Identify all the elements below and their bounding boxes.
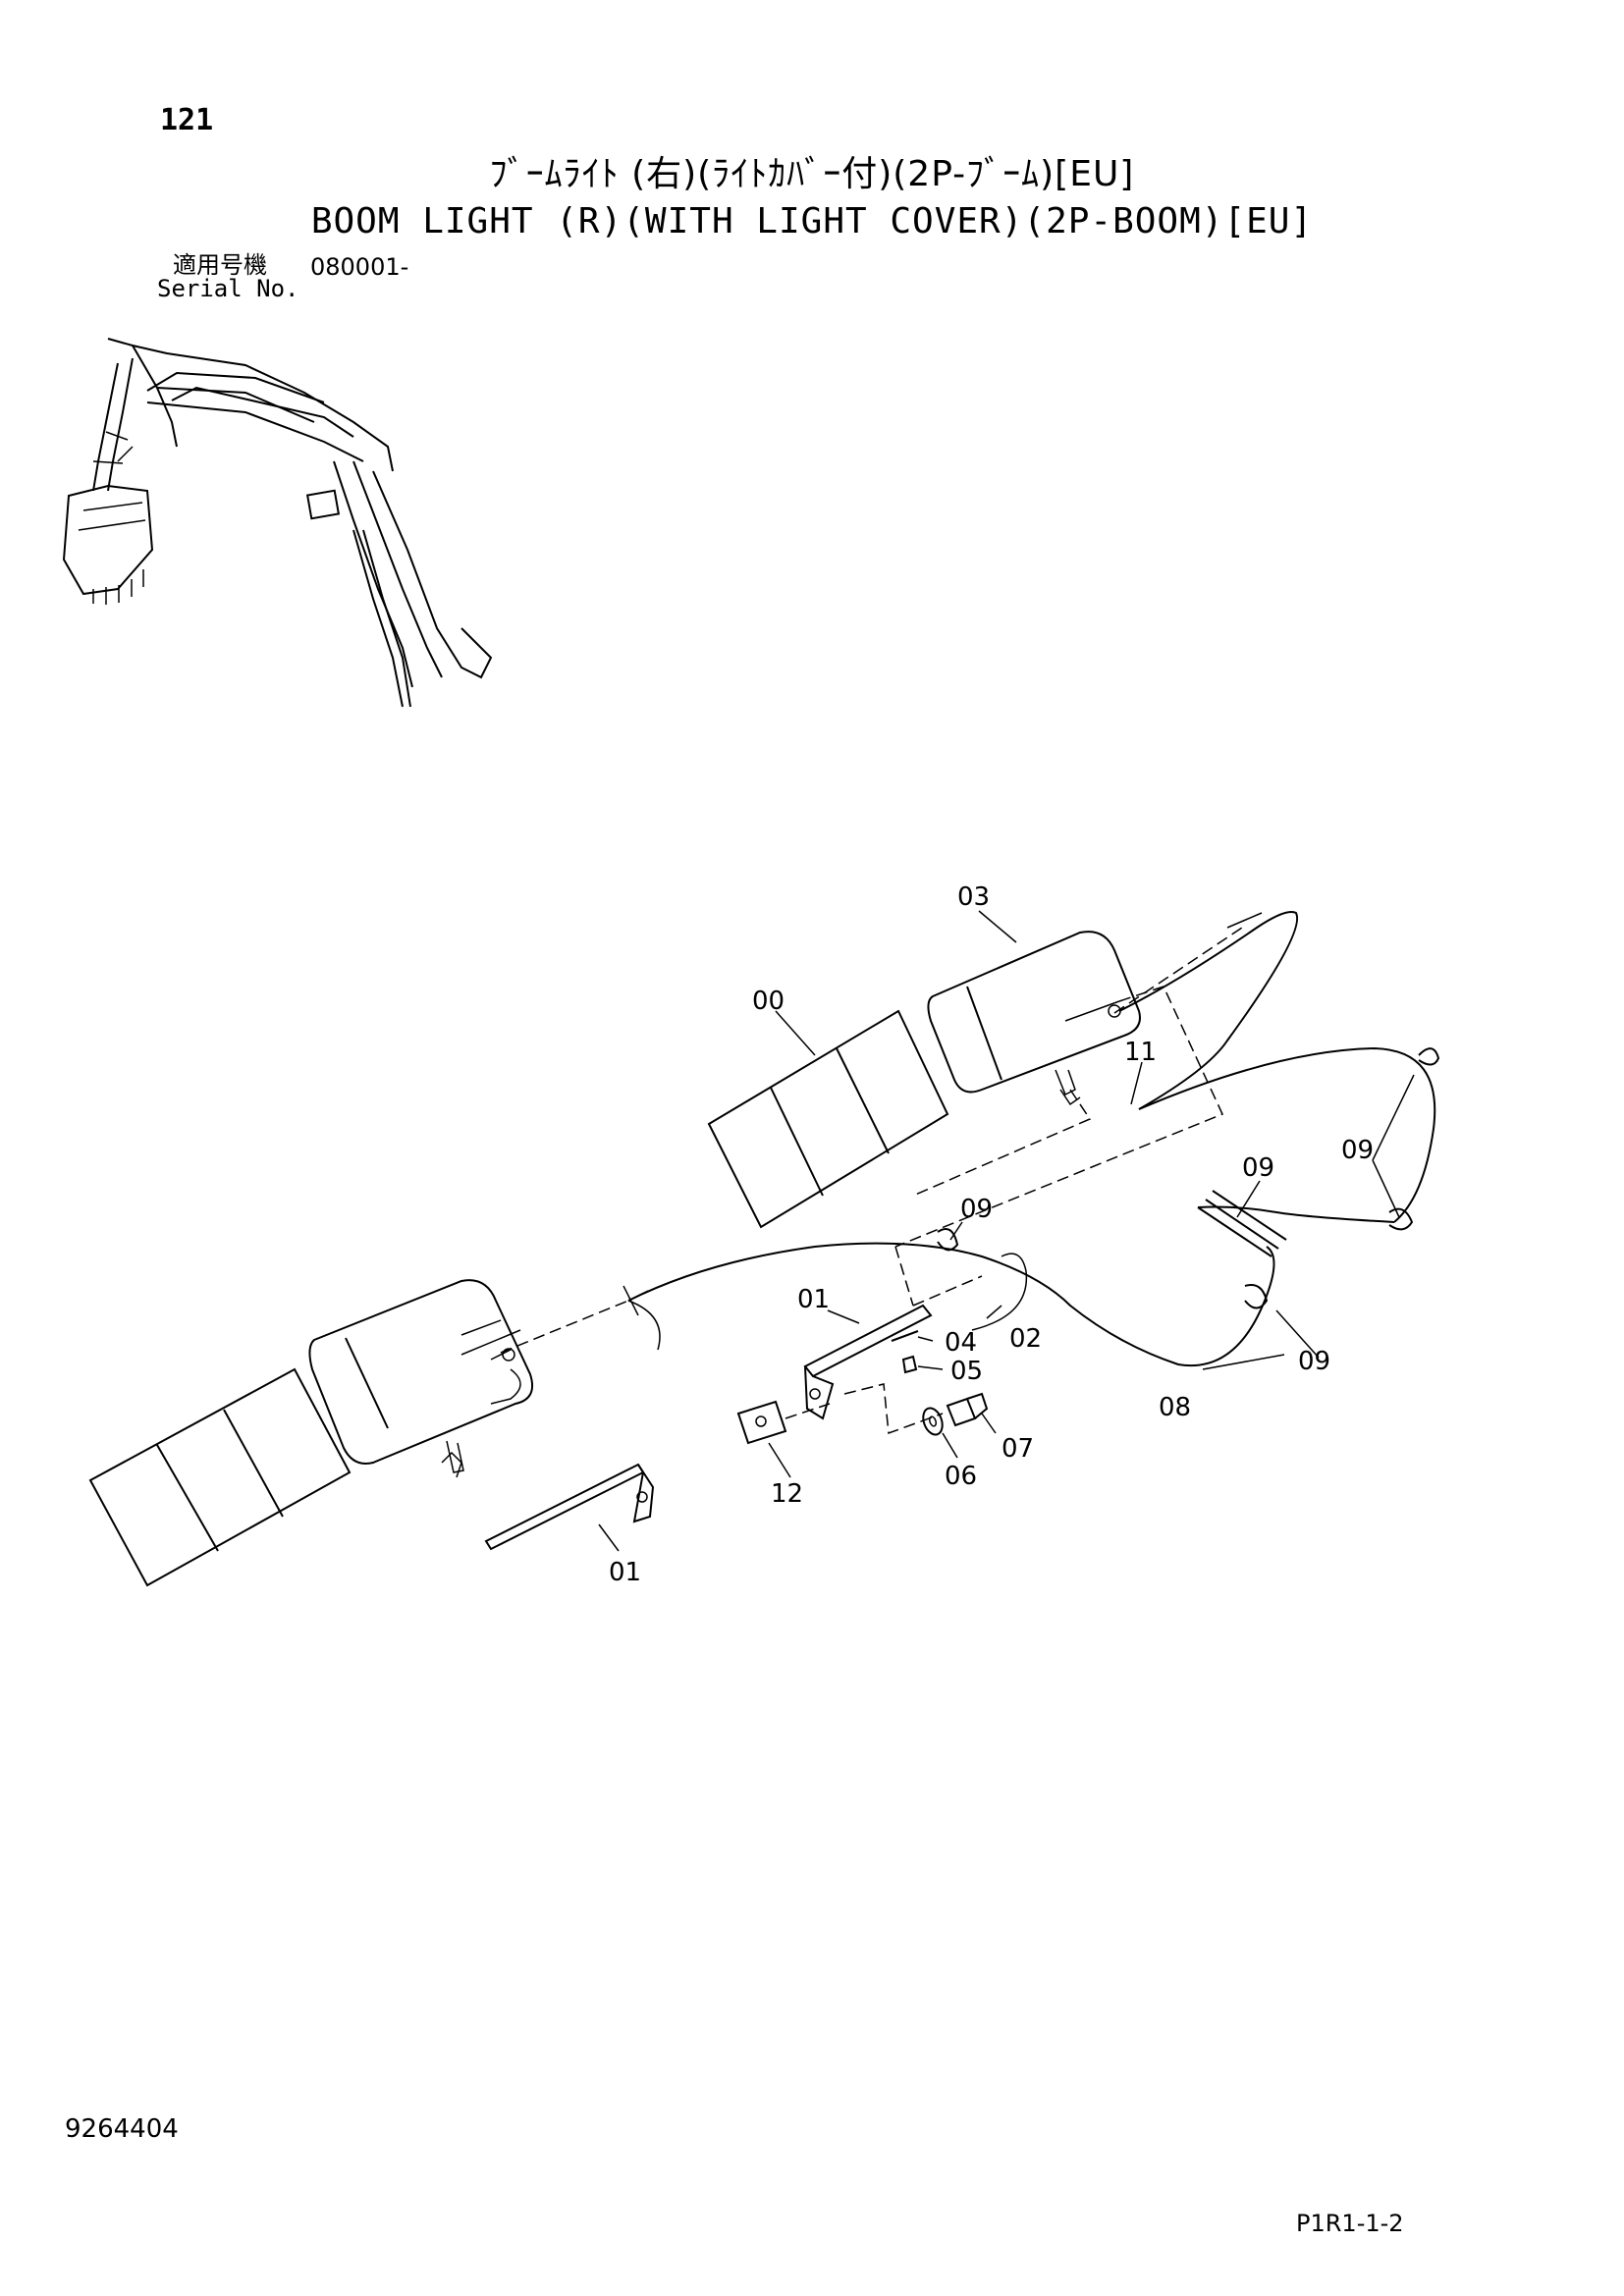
cable-clamps xyxy=(937,1047,1440,1309)
callout-01-lower: 01 xyxy=(609,1558,641,1587)
light-cover-left xyxy=(88,1367,352,1587)
leader-lines xyxy=(598,910,1415,1552)
assembly-guide-lines xyxy=(500,927,1243,1435)
harness-cables xyxy=(623,911,1436,1367)
callout-11: 11 xyxy=(1124,1038,1157,1067)
spacer-plate xyxy=(736,1400,787,1445)
excavator-boom-thumbnail xyxy=(62,338,493,708)
bracket-lower xyxy=(484,1463,655,1551)
serial-label-japanese: 適用号機 xyxy=(173,251,267,279)
small-fasteners xyxy=(891,1330,919,1374)
callout-08: 08 xyxy=(1159,1393,1191,1422)
work-light-left xyxy=(308,1279,534,1478)
work-light-upper xyxy=(927,931,1141,1106)
serial-label-english: Serial No. xyxy=(157,275,299,302)
catalog-number: 9264404 xyxy=(65,2114,179,2144)
callout-labels: 00 03 11 09 09 09 01 04 02 05 07 08 09 0… xyxy=(609,882,1374,1587)
callout-09-right: 09 xyxy=(1341,1136,1374,1165)
callout-09-mid: 09 xyxy=(960,1195,993,1224)
callout-06: 06 xyxy=(945,1462,977,1491)
page-number: 121 xyxy=(160,103,214,137)
callout-02: 02 xyxy=(1009,1324,1042,1354)
callout-04: 04 xyxy=(945,1328,977,1358)
callout-03: 03 xyxy=(957,882,990,912)
page-code: P1R1-1-2 xyxy=(1296,2210,1404,2237)
serial-number-value: 080001- xyxy=(310,253,409,281)
callout-09-lower: 09 xyxy=(1298,1347,1330,1376)
callout-09-harness: 09 xyxy=(1242,1153,1274,1183)
callout-01-upper: 01 xyxy=(797,1285,830,1314)
callout-05: 05 xyxy=(950,1357,983,1386)
bracket-upper xyxy=(803,1304,933,1420)
callout-00: 00 xyxy=(752,987,785,1016)
title-english: BOOM LIGHT (R)(WITH LIGHT COVER)(2P-BOOM… xyxy=(310,201,1314,241)
title-japanese: ﾌﾞｰﾑﾗｲﾄ (右)(ﾗｲﾄｶﾊﾞｰ付)(2P-ﾌﾞｰﾑ)[EU] xyxy=(489,154,1135,194)
washer-and-bolt xyxy=(922,1392,989,1436)
callout-07: 07 xyxy=(1001,1434,1034,1464)
callout-12: 12 xyxy=(771,1479,803,1509)
light-cover-upper xyxy=(707,1009,949,1229)
